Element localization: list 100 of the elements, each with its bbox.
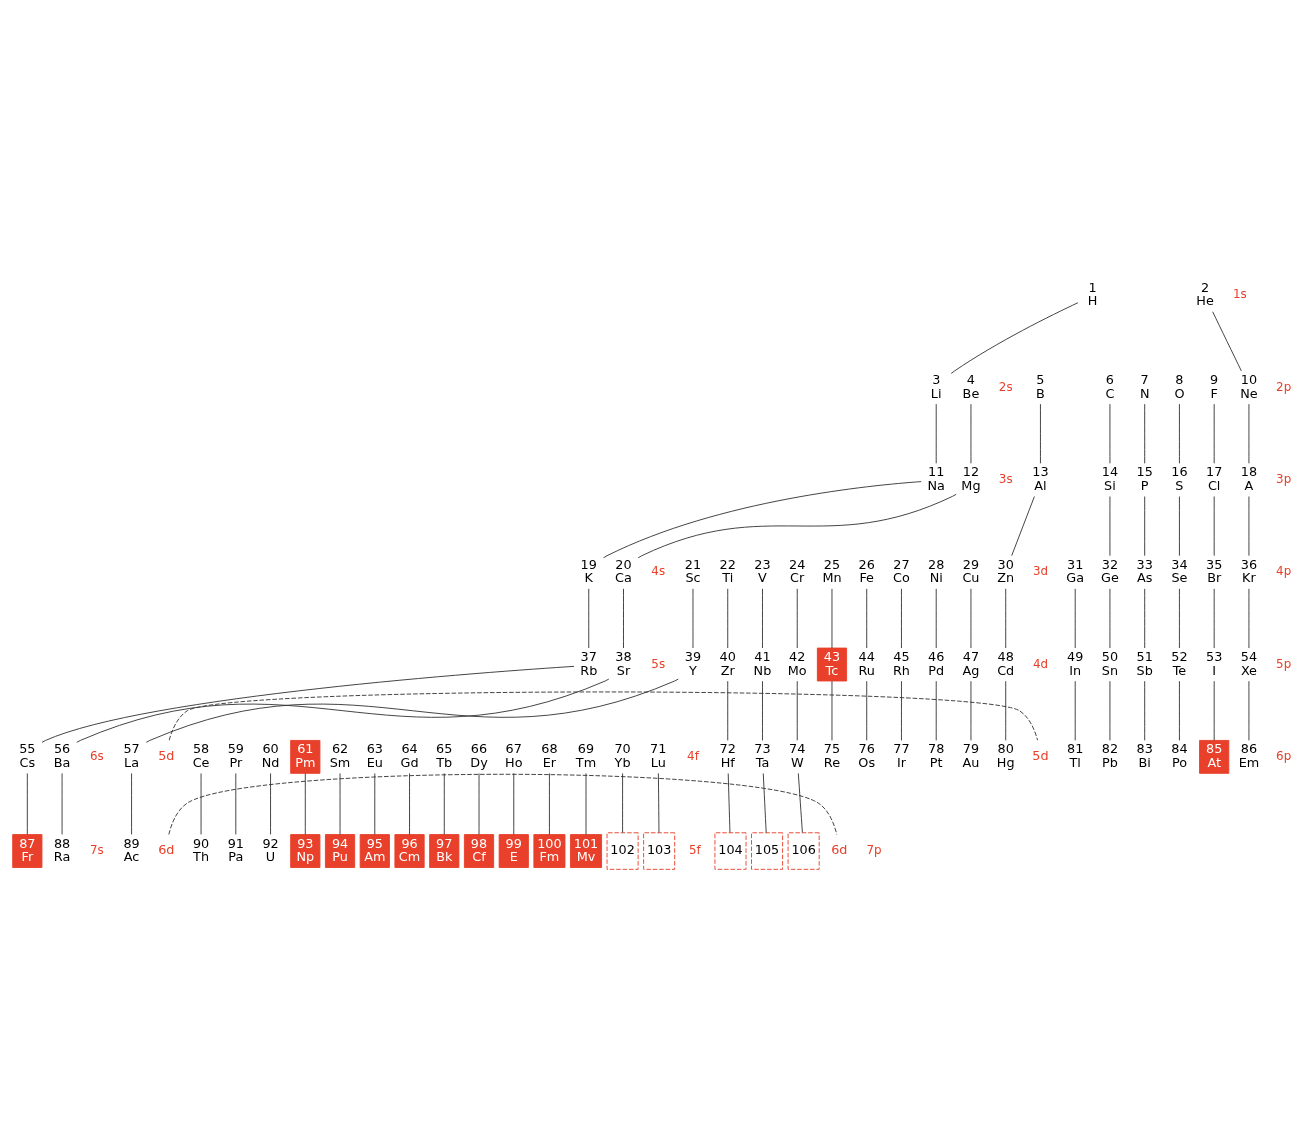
connector [970,680,972,741]
node-text: 50 Sn [1101,648,1119,678]
node-text: 2 He [1196,279,1214,308]
node-text: 1 H [1087,279,1098,308]
node-text: 47 Ag [962,648,980,678]
node-text: 16 S [1171,463,1188,493]
node-text: 92 U [262,835,279,864]
connector [762,587,763,648]
connector [588,587,590,648]
connector [1212,310,1242,371]
node-text: 52 Te [1171,648,1188,678]
label: 5p [1276,656,1292,671]
node-text: 30 Zn [997,556,1015,585]
label: 5f [688,842,701,857]
node-text: 60 Nd [261,740,280,770]
node-box: 105 [751,831,784,870]
node-text: 54 Xe [1240,648,1258,678]
connector [603,480,922,558]
node-text: 34 Se [1171,556,1188,585]
node-box: 97 Bk [429,833,460,868]
connector [727,587,729,648]
node-text: 6d [831,841,848,857]
node-text: 7 N [1139,371,1150,401]
connector [901,680,902,741]
node-box: 104 [714,831,747,870]
connector [797,772,803,833]
node-text: 58 Ce [192,740,210,770]
node-box: 94 Pu [324,833,356,868]
node-text: 6d [158,841,175,857]
connector [637,493,957,558]
node-text: 4 Be [962,371,980,401]
connector [831,680,833,741]
node-text: 28 Ni [928,556,945,585]
node-text: 31 Ga [1066,556,1085,585]
connector [1011,495,1035,556]
connector [935,403,937,464]
connector [478,772,480,835]
node-text: 69 Tm [575,740,597,770]
label: 3s [998,471,1013,486]
label: 6s [89,748,104,763]
node-text: 83 Bi [1136,740,1153,770]
node-text: 38 Sr [615,648,632,678]
label: 4s [651,563,666,578]
connector [145,678,679,743]
node-text: 14 Si [1101,463,1119,493]
node-text: 9 F [1210,371,1219,401]
connector [935,587,937,648]
node-text: 67 Ho [505,740,523,770]
node-text: 72 Hf [719,740,736,770]
node-text: 73 Ta [754,740,771,770]
connector [270,772,271,835]
connector [235,772,237,835]
node-text: 22 Ti [719,556,736,585]
connector [1144,680,1146,741]
node-text: 25 Mn [822,556,842,585]
node-text: 33 As [1136,556,1153,585]
connector [1074,587,1076,648]
connector [1213,403,1215,464]
node-box: 96 Cm [394,833,425,868]
label: 2p [1276,379,1292,394]
node-text: 49 In [1067,648,1084,678]
node-box: 103 [643,831,676,870]
node-text: 26 Fe [858,556,875,585]
node-box: 95 Am [359,833,390,868]
node-box: 98 Cf [463,833,495,868]
connector [443,772,445,835]
node-text: 17 Cl [1206,463,1223,493]
connector [727,680,729,741]
node-text: 42 Mo [787,648,807,678]
node-text: 91 Pa [227,835,244,864]
connector [901,587,902,648]
label: 1s [1232,286,1247,301]
node-text: 76 Os [858,740,876,770]
connector [513,772,515,835]
connector [168,773,838,835]
node-text: 59 Pr [227,740,244,770]
connector [1179,403,1180,464]
connector [374,772,376,835]
node-text: 10 Ne [1240,371,1258,401]
connector [1179,587,1180,648]
connector [762,680,763,741]
connector [1005,587,1007,648]
connector [548,772,550,835]
node-text: 5d [158,747,175,763]
label: 3p [1276,471,1292,486]
connector [1040,403,1041,464]
connector [762,772,767,833]
node-text: 75 Re [823,740,841,770]
node-text: 57 La [123,740,140,770]
connector [41,665,575,743]
node-text: 62 Sm [329,740,351,770]
label: 4p [1276,563,1292,578]
node-text: 63 Eu [366,740,383,770]
node-text: 29 Cu [962,556,980,585]
node-text: 5d [1032,747,1049,763]
node-text: 81 Tl [1067,740,1084,770]
connector [796,680,798,741]
node-text: 40 Zr [719,648,736,678]
label: 7s [89,842,104,857]
label: 7p [866,842,882,857]
